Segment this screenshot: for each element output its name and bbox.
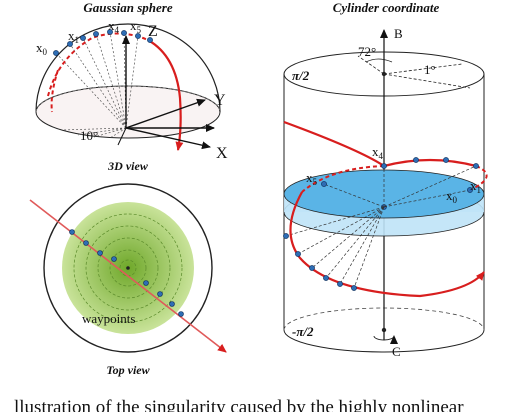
sphere-point-label-x1: x1 (68, 28, 79, 45)
axis-top-point (381, 71, 387, 77)
cyl-point-label-x4: x4 (372, 144, 384, 161)
bottom-bound-label: -π/2 (292, 324, 314, 339)
top-view-trajectory (29, 199, 227, 353)
top-angle-label: 72° (358, 44, 376, 59)
cylinder-bottom-front (283, 329, 485, 353)
cylinder-waypoints (283, 157, 479, 291)
cylinder-projection-lines (285, 165, 477, 289)
projection-lines (55, 31, 139, 139)
y-axis-label: Y (214, 92, 226, 109)
top-view-panel: waypoints Top view (29, 183, 227, 377)
x-axis (125, 127, 211, 150)
waypoints-label: waypoints (82, 311, 135, 326)
top-bound-label: π/2 (292, 68, 310, 83)
view-label-top: Top view (106, 363, 150, 377)
axis-bottom-label: C (392, 344, 401, 359)
step-angle-label: 1° (424, 62, 436, 77)
figure: Gaussian sphere (29, 0, 488, 377)
angle-pointer (117, 127, 127, 146)
z-axis-label: Z (148, 23, 158, 40)
hemisphere-outline (35, 23, 221, 113)
y-axis (125, 98, 206, 129)
cylinder-trajectory-back (301, 165, 385, 193)
top-view-waypoints (69, 229, 184, 317)
sphere-point-label-x5: x5 (130, 18, 142, 35)
hemisphere-back-rim (35, 85, 221, 113)
top-view-rings (73, 213, 183, 323)
cylinder-panel: Cylinder coordinate (283, 0, 488, 359)
sphere-point-label-x4: x4 (108, 18, 120, 35)
sphere-trajectory-tail (50, 69, 59, 113)
top-wedge-line-2 (383, 73, 471, 89)
cylinder-trajectory-wrap (469, 165, 488, 191)
sphere-waypoints (53, 29, 153, 56)
cyl-point-label-x5: x5 (306, 170, 318, 187)
gaussian-sphere-panel: Gaussian sphere (35, 0, 228, 173)
axis-bottom-point (381, 327, 387, 333)
sphere-trajectory-front (147, 39, 184, 151)
rotation-arrow (373, 335, 398, 345)
cylinder-title: Cylinder coordinate (333, 0, 440, 15)
view-label-3d: 3D view (107, 159, 149, 173)
top-angle-arc (365, 58, 393, 63)
cyl-point-label-x0: x0 (446, 188, 458, 205)
figure-caption: llustration of the singularity caused by… (14, 397, 464, 412)
sphere-point-label-x0: x0 (36, 40, 48, 57)
top-wedge-line-3 (383, 63, 463, 75)
top-wedge-line-1 (357, 55, 385, 75)
cylinder-trajectory-lower (289, 191, 485, 298)
sphere-trajectory-back (47, 32, 149, 97)
angle-label: 10° (80, 128, 98, 143)
cyl-point-label-x1: x1 (470, 178, 481, 195)
gaussian-sphere-title: Gaussian sphere (83, 0, 172, 15)
axis-top-label: B (394, 26, 403, 41)
x-axis-label: X (216, 145, 228, 162)
top-view-center (126, 266, 130, 270)
